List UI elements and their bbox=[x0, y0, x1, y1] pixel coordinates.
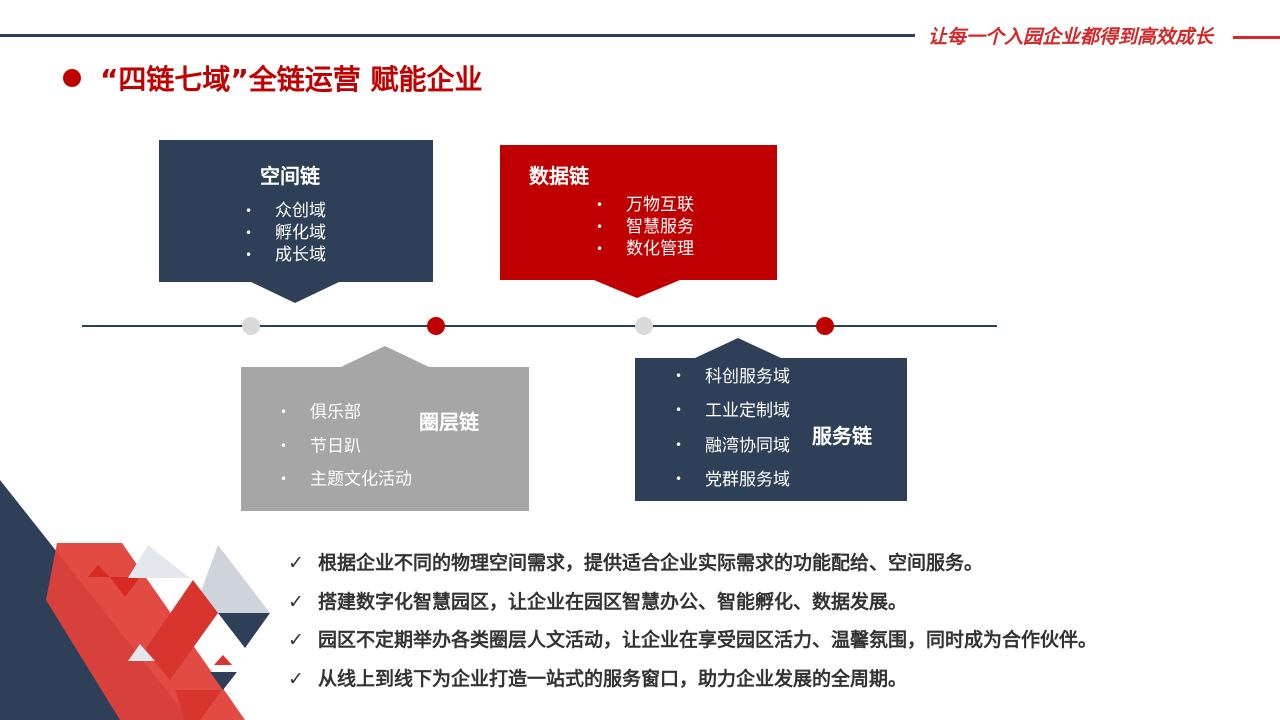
data-chain-box: 数据链 万物互联 智慧服务 数化管理 bbox=[500, 145, 777, 280]
chain-item: 万物互联 bbox=[596, 194, 694, 216]
check-icon: ✓ bbox=[288, 629, 304, 651]
service-chain-box: 服务链 科创服务域 工业定制域 融湾协同域 党群服务域 bbox=[635, 358, 907, 501]
chain-item: 科创服务域 bbox=[675, 360, 790, 394]
space-chain-box: 空间链 众创域 孵化域 成长域 bbox=[159, 140, 433, 282]
check-icon: ✓ bbox=[288, 552, 304, 574]
header-slogan: 让每一个入园企业都得到高效成长 bbox=[928, 26, 1214, 48]
timeline-dot bbox=[427, 317, 445, 335]
circle-chain-box: 圈层链 俱乐部 节日趴 主题文化活动 bbox=[241, 367, 529, 511]
chain-items: 科创服务域 工业定制域 融湾协同域 党群服务域 bbox=[675, 360, 790, 497]
chain-item: 党群服务域 bbox=[675, 463, 790, 497]
summary-point: ✓ 搭建数字化智慧园区，让企业在园区智慧办公、智能孵化、数据发展。 bbox=[288, 587, 1097, 626]
summary-text: 根据企业不同的物理空间需求，提供适合企业实际需求的功能配给、空间服务。 bbox=[318, 552, 984, 574]
chain-name: 数据链 bbox=[529, 164, 589, 188]
summary-text: 园区不定期举办各类圈层人文活动，让企业在享受园区活力、温馨氛围，同时成为合作伙伴… bbox=[318, 629, 1098, 651]
summary-text: 搭建数字化智慧园区，让企业在园区智慧办公、智能孵化、数据发展。 bbox=[318, 590, 908, 613]
chain-name: 圈层链 bbox=[419, 410, 479, 434]
chain-item: 数化管理 bbox=[596, 238, 694, 260]
header-rule-right bbox=[1233, 36, 1280, 39]
chain-item: 融湾协同域 bbox=[675, 429, 790, 463]
timeline-dot bbox=[635, 317, 653, 335]
chain-item: 节日趴 bbox=[280, 430, 412, 464]
summary-point: ✓ 根据企业不同的物理空间需求，提供适合企业实际需求的功能配给、空间服务。 bbox=[288, 548, 1097, 587]
summary-point: ✓ 园区不定期举办各类圈层人文活动，让企业在享受园区活力、温馨氛围，同时成为合作伙… bbox=[288, 625, 1097, 664]
chain-items: 众创域 孵化域 成长域 bbox=[245, 200, 326, 266]
chain-items: 万物互联 智慧服务 数化管理 bbox=[596, 194, 694, 260]
chain-item: 智慧服务 bbox=[596, 216, 694, 238]
check-icon: ✓ bbox=[288, 667, 304, 690]
chain-items: 俱乐部 节日趴 主题文化活动 bbox=[280, 396, 412, 497]
chain-item: 众创域 bbox=[245, 200, 326, 222]
timeline-dot bbox=[242, 317, 260, 335]
chain-item: 主题文化活动 bbox=[280, 463, 412, 497]
chain-item: 工业定制域 bbox=[675, 394, 790, 428]
summary-points: ✓ 根据企业不同的物理空间需求，提供适合企业实际需求的功能配给、空间服务。 ✓ 搭建… bbox=[288, 548, 1097, 702]
timeline-line bbox=[82, 325, 997, 327]
check-icon: ✓ bbox=[288, 590, 304, 613]
chain-item: 成长域 bbox=[245, 244, 326, 266]
summary-point: ✓ 从线上到线下为企业打造一站式的服务窗口，助力企业发展的全周期。 bbox=[288, 664, 1097, 703]
chain-item: 俱乐部 bbox=[280, 396, 412, 430]
chain-name: 服务链 bbox=[812, 424, 872, 448]
chain-item: 孵化域 bbox=[245, 222, 326, 244]
header-rule-left bbox=[0, 34, 915, 37]
timeline-dot bbox=[816, 317, 834, 335]
chain-name: 空间链 bbox=[260, 164, 320, 188]
page-title: “四链七域”全链运营 赋能企业 bbox=[100, 63, 483, 96]
summary-text: 从线上到线下为企业打造一站式的服务窗口，助力企业发展的全周期。 bbox=[318, 667, 908, 690]
title-bullet-icon bbox=[63, 69, 81, 87]
